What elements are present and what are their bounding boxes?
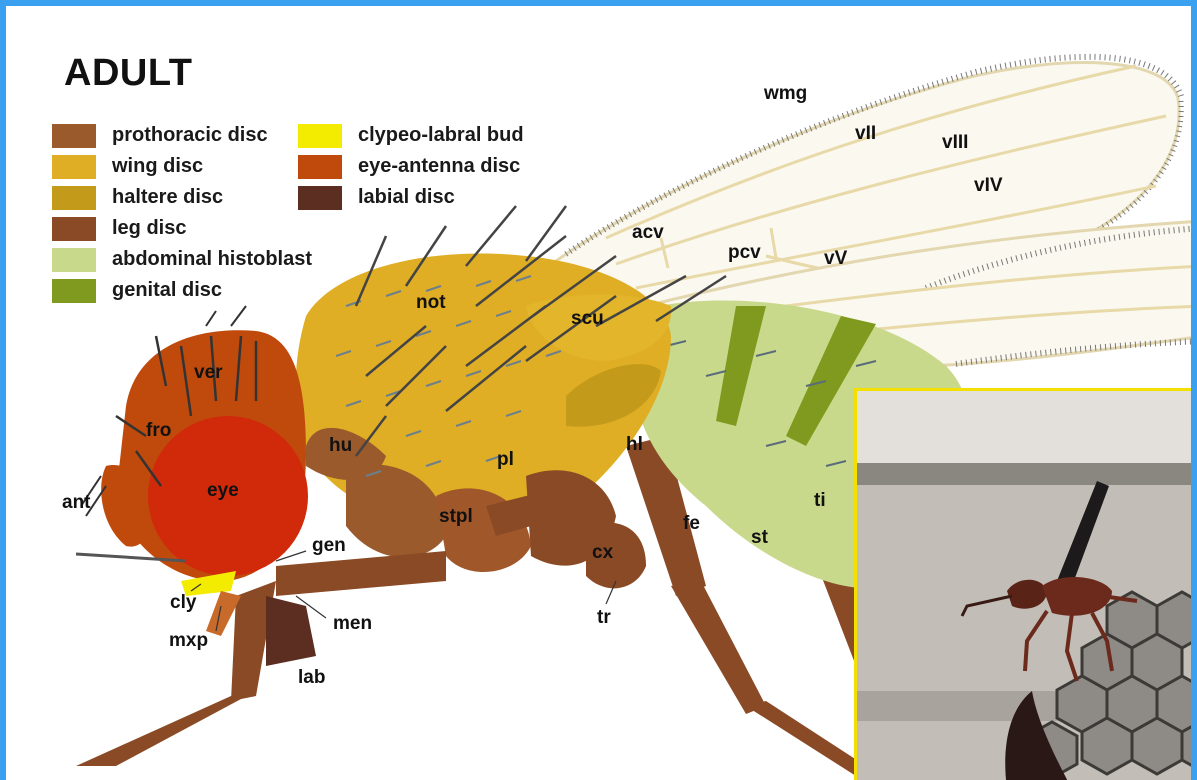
label-gen: gen [312,535,346,556]
photo-ledge-shadow [857,463,1197,485]
front-tarsus [76,691,256,766]
nest-cell [1132,718,1182,774]
label-cx: cx [592,542,614,563]
label-ant: ant [62,492,91,513]
legend-swatch [298,155,342,179]
proboscis [266,596,316,666]
label-lab: lab [298,667,325,688]
legend-label: labial disc [358,186,455,209]
legend-swatch [52,217,96,241]
wasp-photo [857,391,1197,780]
label-st: st [751,527,769,548]
label-wmg: wmg [763,83,807,104]
legend-swatch [52,248,96,272]
label-mxp: mxp [169,630,208,651]
label-cly: cly [170,592,197,613]
label-fro: fro [146,420,171,441]
label-vIII: vIII [942,132,968,153]
legend-label: leg disc [112,217,186,240]
label-vII: vII [855,123,876,144]
ocellar-bristle [206,306,246,326]
legend-label: genital disc [112,279,222,302]
legend-label: haltere disc [112,186,223,209]
legend-label: eye-antenna disc [358,155,520,178]
label-eye: eye [207,480,239,501]
legend-label: clypeo-labral bud [358,124,524,147]
legend-swatch [298,186,342,210]
label-tr: tr [597,607,611,628]
legend-label: prothoracic disc [112,124,268,147]
figure-title: ADULT [64,52,192,95]
legend-swatch [52,124,96,148]
nest-cell [1082,718,1132,774]
label-scu: scu [571,308,604,329]
label-men: men [333,613,372,634]
label-not: not [416,292,446,313]
label-pl: pl [497,449,514,470]
legend-swatch [298,124,342,148]
mid-leg-tibia [671,581,766,714]
wasp-photo-inset [854,388,1197,780]
label-ver: ver [194,362,223,383]
label-stpl: stpl [439,506,473,527]
front-femur [276,551,446,596]
label-fe: fe [683,513,700,534]
label-hl: hl [626,434,643,455]
label-vIV: vIV [974,175,1003,196]
label-ti: ti [814,490,826,511]
mid-leg-tarsus [746,701,866,776]
label-vV: vV [824,248,848,269]
legend-label: wing disc [112,155,203,178]
label-pcv: pcv [728,242,761,263]
legend-swatch [52,155,96,179]
label-acv: acv [632,222,664,243]
legend-swatch [52,279,96,303]
legend-swatch [52,186,96,210]
legend-label: abdominal histoblast [112,248,312,271]
label-hu: hu [329,435,352,456]
